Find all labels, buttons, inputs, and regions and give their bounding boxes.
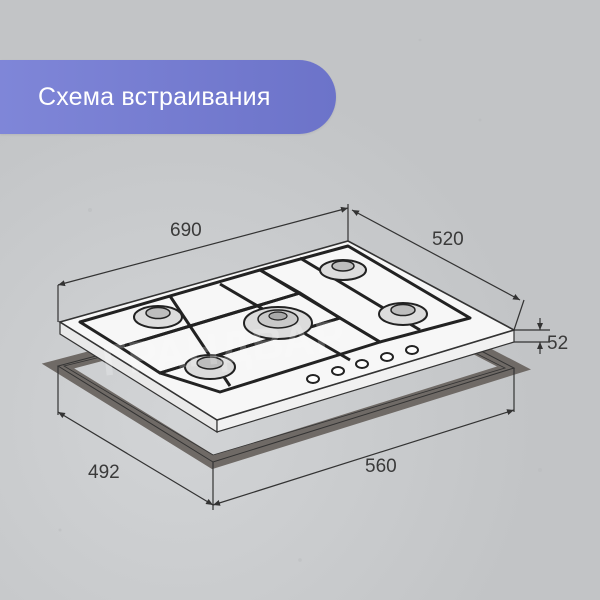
burner-front-left <box>184 354 236 380</box>
dimension-520: 520 <box>432 229 464 250</box>
knob-4 <box>380 352 394 362</box>
burner-rear-right <box>319 259 367 281</box>
knob-3 <box>355 359 369 369</box>
burner-front-right <box>378 302 428 326</box>
dimension-492: 492 <box>88 462 120 483</box>
burner-center-wok <box>243 306 313 340</box>
burner-rear-left <box>133 305 183 329</box>
dimension-690: 690 <box>170 220 202 241</box>
diagram-title: Схема встраивания <box>38 83 271 111</box>
knob-2 <box>331 366 345 376</box>
dimension-560: 560 <box>365 456 397 477</box>
dimension-52: 52 <box>547 333 568 354</box>
dimension-lines <box>57 204 550 510</box>
knob-5 <box>405 345 419 355</box>
knob-1 <box>306 374 320 384</box>
title-banner: Схема встраивания <box>0 60 336 134</box>
control-knobs <box>306 345 419 384</box>
